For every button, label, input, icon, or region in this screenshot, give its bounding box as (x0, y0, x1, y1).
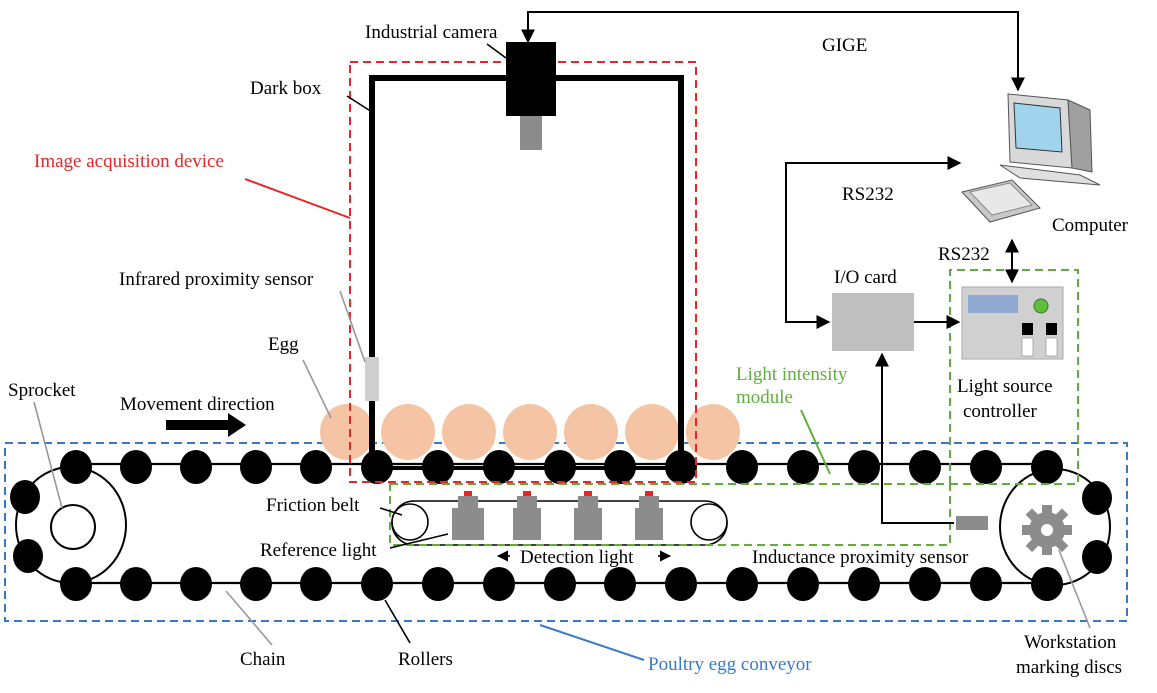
label-sprocket: Sprocket (8, 380, 76, 401)
roller (726, 450, 758, 484)
roller (909, 567, 941, 601)
roller (970, 450, 1002, 484)
roller (1082, 481, 1112, 515)
roller (422, 567, 454, 601)
detection-lights (452, 491, 663, 540)
roller (120, 567, 152, 601)
roller (604, 567, 636, 601)
roller (120, 450, 152, 484)
label-chain: Chain (240, 649, 286, 670)
gear-disc-icon (1022, 505, 1072, 555)
industrial-camera-icon (506, 42, 556, 150)
egg (564, 404, 618, 460)
label-light-intensity-module-2: module (736, 387, 793, 408)
label-rollers: Rollers (398, 649, 453, 670)
reference-light (452, 491, 484, 540)
label-poultry-egg-conveyor: Poultry egg conveyor (648, 654, 812, 675)
egg (625, 404, 679, 460)
leader-lines (33, 43, 1091, 661)
label-light-intensity-module-1: Light intensity (736, 364, 848, 385)
label-computer: Computer (1052, 215, 1129, 236)
inductance-proximity-sensor (956, 516, 988, 530)
label-friction-belt: Friction belt (266, 495, 360, 516)
label-image-acquisition-device: Image acquisition device (34, 151, 224, 172)
egg (320, 404, 374, 460)
detection-light (513, 491, 541, 540)
label-workstation-marking-discs-2: marking discs (1016, 657, 1122, 678)
label-detection-light: Detection light (520, 547, 634, 568)
friction-belt (391, 500, 728, 546)
label-gige: GIGE (822, 35, 867, 56)
movement-direction-arrow (166, 413, 246, 437)
infrared-proximity-sensor (365, 357, 379, 401)
roller (60, 450, 92, 484)
roller (665, 567, 697, 601)
label-io-card: I/O card (834, 267, 897, 288)
label-rs232-right: RS232 (938, 244, 990, 265)
roller (10, 480, 40, 514)
detection-light (635, 491, 663, 540)
label-workstation-marking-discs-1: Workstation (1024, 632, 1117, 653)
roller (60, 567, 92, 601)
roller (787, 450, 819, 484)
eggs (320, 404, 740, 460)
roller (1031, 567, 1063, 601)
rollers (10, 450, 1112, 601)
label-reference-light: Reference light (260, 540, 377, 561)
roller (970, 567, 1002, 601)
roller (726, 567, 758, 601)
connections (521, 11, 1025, 524)
poultry-egg-conveyor-boundary (4, 442, 1128, 622)
egg (381, 404, 435, 460)
light-controller-icon (961, 286, 1064, 360)
roller (300, 567, 332, 601)
egg (503, 404, 557, 460)
detection-light (574, 491, 602, 540)
label-inductance-proximity-sensor: Inductance proximity sensor (752, 547, 969, 568)
label-light-source-controller-1: Light source (957, 376, 1053, 397)
label-light-source-controller-2: controller (963, 401, 1038, 422)
roller (180, 450, 212, 484)
roller (544, 567, 576, 601)
roller (180, 567, 212, 601)
label-infrared-proximity-sensor: Infrared proximity sensor (119, 269, 314, 290)
roller (240, 567, 272, 601)
roller (909, 450, 941, 484)
egg (442, 404, 496, 460)
io-card (832, 293, 914, 351)
roller (787, 567, 819, 601)
desktop-computer-icon (961, 93, 1101, 223)
roller (300, 450, 332, 484)
roller (1031, 450, 1063, 484)
label-industrial-camera: Industrial camera (365, 22, 498, 43)
light-intensity-module-boundary (389, 269, 1079, 546)
roller (361, 567, 393, 601)
roller (848, 450, 880, 484)
roller (848, 567, 880, 601)
egg (686, 404, 740, 460)
label-rs232-top: RS232 (842, 184, 894, 205)
roller (1082, 540, 1112, 574)
roller (483, 567, 515, 601)
label-movement-direction: Movement direction (120, 394, 275, 415)
label-egg: Egg (268, 334, 299, 355)
roller (13, 539, 43, 573)
roller (240, 450, 272, 484)
label-dark-box: Dark box (250, 78, 322, 99)
